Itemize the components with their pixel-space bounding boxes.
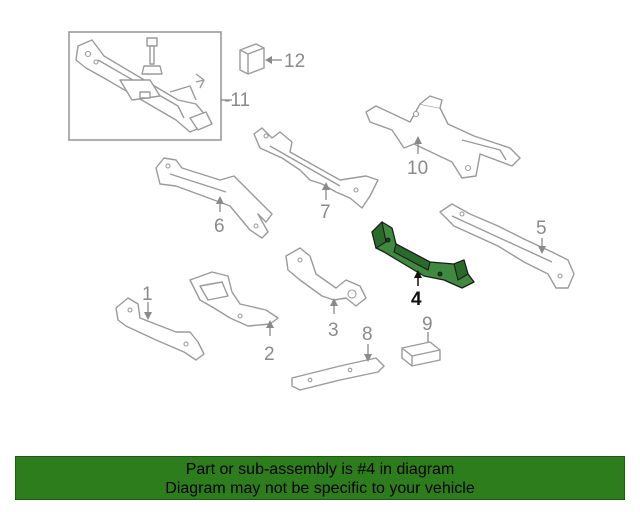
callout-4: 4 (411, 289, 422, 310)
inset-clip (195, 73, 205, 89)
part-5-crossmember[interactable] (439, 203, 575, 289)
banner-line-2: Diagram may not be specific to your vehi… (165, 480, 475, 497)
callout-9: 9 (422, 314, 433, 335)
part-11-frame-assembly[interactable] (75, 39, 213, 133)
callout-10: 10 (407, 158, 428, 179)
callout-7: 7 (320, 202, 331, 223)
callout-11: -11 (224, 90, 250, 111)
part-10-crossmember[interactable] (365, 95, 521, 179)
part-7-crossmember[interactable] (253, 127, 379, 209)
banner-line-1: Part or sub-assembly is #4 in diagram (185, 461, 455, 478)
callout-5: 5 (536, 218, 547, 239)
callout-2: 2 (264, 344, 275, 365)
callout-6: 6 (214, 216, 225, 237)
part-12-cap[interactable] (239, 43, 265, 75)
part-8-reinforcement[interactable] (291, 357, 385, 391)
callout-3: 3 (328, 320, 339, 341)
part-6-crossmember[interactable] (155, 157, 273, 239)
part-4-crossmember-highlighted[interactable] (371, 220, 475, 289)
part-1-bracket[interactable] (115, 297, 205, 361)
inset-frame-box (68, 31, 222, 141)
part-3-bracket[interactable] (285, 247, 367, 307)
callout-8: 8 (362, 324, 373, 345)
callout-1: 1 (142, 284, 153, 305)
part-9-pad[interactable] (401, 341, 441, 367)
part-2-bracket[interactable] (189, 271, 279, 327)
info-banner: Part or sub-assembly is #4 in diagram Di… (15, 456, 625, 500)
callout-12: 12 (284, 51, 305, 72)
inset-bolt (141, 37, 163, 75)
